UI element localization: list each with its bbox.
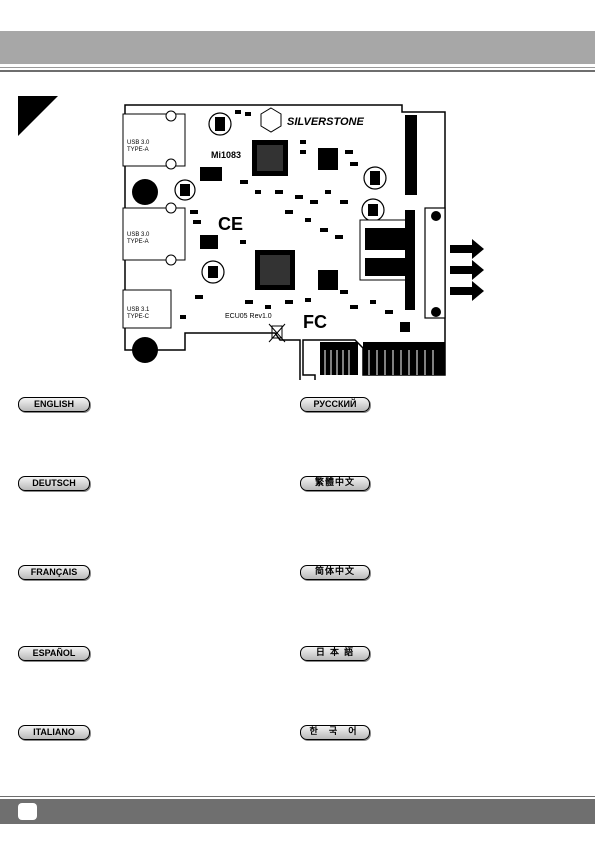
pcie-fingers <box>320 342 445 375</box>
mounting-hole <box>132 337 158 363</box>
chip-small <box>318 148 338 170</box>
weee-bin-icon <box>268 323 286 343</box>
brand-name: SILVERSTONE <box>287 116 364 128</box>
port2-label: USB 3.0 <box>127 232 150 238</box>
language-tab-english[interactable]: ENGLISH <box>18 397 90 412</box>
fc-mark: FC <box>303 312 327 332</box>
port2-type: TYPE-A <box>127 239 149 245</box>
pcb-board-diagram: USB 3.0 TYPE-A USB 3.0 TYPE-A USB 3.1 TY… <box>122 104 446 380</box>
language-tab-french[interactable]: FRANÇAIS <box>18 565 90 580</box>
corner-triangle <box>18 96 58 136</box>
header-rule-thick <box>0 70 595 72</box>
usb-port-2: USB 3.0 TYPE-A <box>122 202 186 266</box>
page-number-box <box>18 803 37 820</box>
arrows-group <box>450 239 484 301</box>
header-pins <box>400 115 417 332</box>
chip-small <box>200 167 222 181</box>
language-tab-italian[interactable]: ITALIANO <box>18 725 90 740</box>
smd-components <box>180 110 393 319</box>
language-tab-japanese[interactable]: 日 本 語 <box>300 646 370 661</box>
silverstone-logo: SILVERSTONE <box>260 107 364 133</box>
chip-small <box>200 235 218 249</box>
port1-type: TYPE-A <box>127 147 149 153</box>
right-arrow-icon <box>450 281 484 301</box>
port3-label: USB 3.1 <box>127 307 150 313</box>
footer-bar <box>0 799 595 824</box>
language-tab-spanish[interactable]: ESPAÑOL <box>18 646 90 661</box>
right-arrow-icon <box>450 260 484 280</box>
language-tab-russian[interactable]: РУССКИЙ <box>300 397 370 412</box>
language-tab-traditional-chinese[interactable]: 繁體中文 <box>300 476 370 491</box>
right-arrow-icon <box>450 239 484 259</box>
serial-mark: Mi1083 <box>211 150 241 160</box>
language-tab-german[interactable]: DEUTSCH <box>18 476 90 491</box>
pcb-bracket <box>424 207 446 319</box>
usb-port-1: USB 3.0 TYPE-A <box>122 110 186 170</box>
header-rule <box>0 67 595 68</box>
usb-port-3: USB 3.1 TYPE-C <box>122 289 172 329</box>
header-bar <box>0 31 595 64</box>
chip-small <box>318 270 338 290</box>
port3-type: TYPE-C <box>127 314 150 320</box>
model-mark: ECU05 Rev1.0 <box>225 313 272 320</box>
ce-mark: CE <box>218 214 243 234</box>
mounting-hole <box>132 179 158 205</box>
language-tab-simplified-chinese[interactable]: 简体中文 <box>300 565 370 580</box>
language-tab-korean[interactable]: 한 국 어 <box>300 725 370 740</box>
port1-label: USB 3.0 <box>127 140 150 146</box>
footer-rule <box>0 796 595 797</box>
